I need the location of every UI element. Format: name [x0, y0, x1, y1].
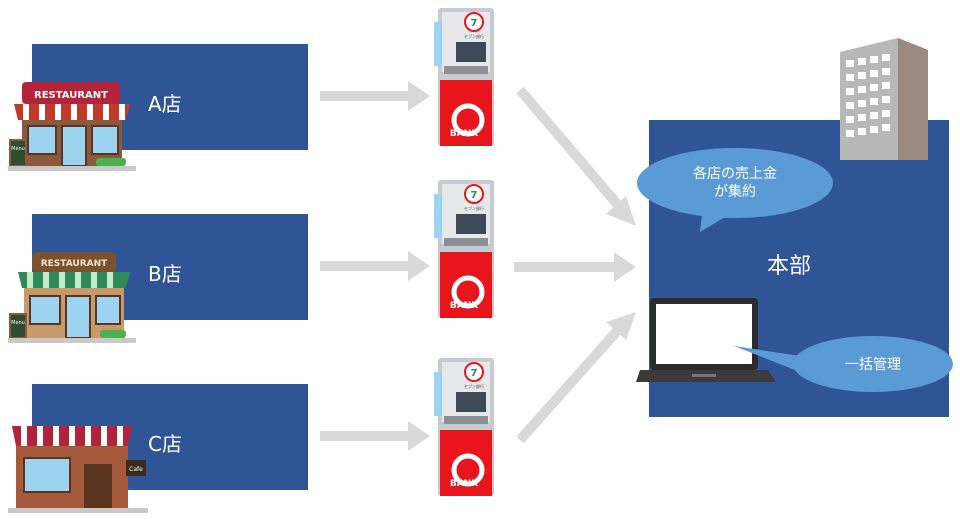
- central-management-bubble: 一括管理: [793, 336, 953, 392]
- laptop-icon: [636, 298, 776, 382]
- arrow-atm-b-to-hq: [514, 252, 636, 282]
- atm-b-icon: 7 セブン銀行 BANK: [434, 180, 494, 318]
- cafe-c-icon: Cafe: [8, 426, 148, 513]
- atm-a-logo: 7: [471, 18, 478, 29]
- hq-label: 本部: [767, 254, 812, 279]
- arrow-c-to-atm: [320, 421, 430, 451]
- restaurant-a-sign: RESTAURANT: [34, 90, 108, 101]
- restaurant-b-sign: RESTAURANT: [41, 259, 108, 269]
- atm-c-icon: 7 セブン銀行 BANK: [434, 358, 494, 496]
- menu-board-b: Menu: [11, 320, 25, 326]
- sales-collected-bubble: 各店の売上金 が集約: [637, 148, 833, 218]
- store-a-label: A店: [148, 92, 182, 116]
- restaurant-a-icon: RESTAURANT Menu: [8, 82, 136, 171]
- atm-c-brand: セブン銀行: [464, 383, 484, 389]
- store-c-label: C店: [148, 432, 182, 456]
- office-building-icon: [840, 38, 928, 160]
- atm-b-brand: セブン銀行: [464, 205, 484, 211]
- atm-a-bank: BANK: [450, 129, 479, 139]
- atm-b-bank: BANK: [450, 301, 479, 311]
- arrow-atm-c-to-hq: [516, 326, 622, 444]
- arrow-a-to-atm: [320, 81, 430, 111]
- atm-a-icon: 7 セブン銀行 BANK: [434, 8, 494, 146]
- restaurant-b-icon: RESTAURANT Menu: [8, 252, 136, 343]
- arrow-atm-a-to-hq: [516, 86, 622, 209]
- store-b-label: B店: [148, 262, 182, 286]
- atm-c-bank: BANK: [450, 479, 479, 489]
- menu-board-a: Menu: [11, 146, 25, 152]
- atm-b-logo: 7: [471, 190, 478, 201]
- atm-a-brand: セブン銀行: [464, 33, 484, 39]
- cafe-sign: Cafe: [129, 466, 143, 473]
- atm-c-logo: 7: [471, 368, 478, 379]
- arrow-b-to-atm: [320, 251, 430, 281]
